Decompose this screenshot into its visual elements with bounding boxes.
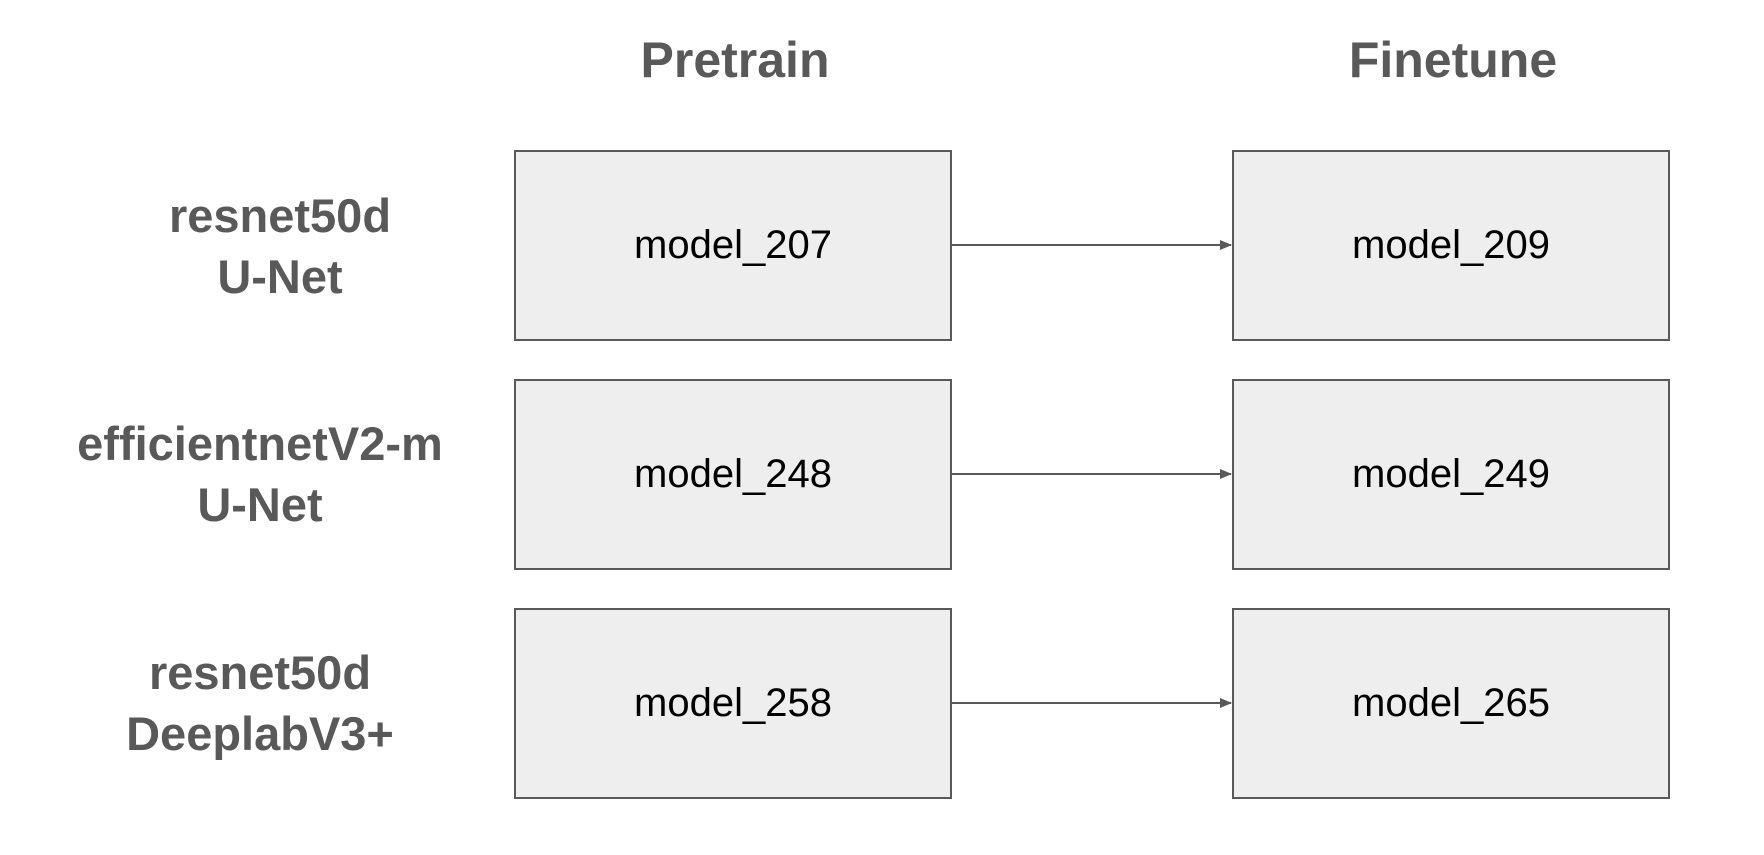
pretrain-model-box: model_258 <box>514 608 952 799</box>
pretrain-model-label: model_207 <box>634 223 832 267</box>
row-label-line2: U-Net <box>197 478 323 531</box>
pretrain-model-box: model_248 <box>514 379 952 570</box>
finetune-model-label: model_265 <box>1352 681 1550 725</box>
row-label-resnet50d-unet: resnet50d U-Net <box>60 185 500 307</box>
row-label-line2: U-Net <box>217 250 343 303</box>
finetune-model-box: model_249 <box>1232 379 1670 570</box>
pretrain-model-label: model_248 <box>634 452 832 496</box>
pretrain-model-box: model_207 <box>514 150 952 341</box>
row-label-efficientnetv2m-unet: efficientnetV2-m U-Net <box>40 413 480 535</box>
pretrain-column-header: Pretrain <box>640 32 830 88</box>
row-label-line2: DeeplabV3+ <box>126 707 394 760</box>
finetune-column-header: Finetune <box>1348 32 1558 88</box>
finetune-model-label: model_209 <box>1352 223 1550 267</box>
row-label-line1: resnet50d <box>168 189 392 242</box>
row-label-line1: resnet50d <box>148 646 372 699</box>
row-label-resnet50d-deeplabv3plus: resnet50d DeeplabV3+ <box>40 642 480 764</box>
row-label-line1: efficientnetV2-m <box>77 417 443 470</box>
pretrain-model-label: model_258 <box>634 681 832 725</box>
finetune-model-box: model_265 <box>1232 608 1670 799</box>
finetune-model-box: model_209 <box>1232 150 1670 341</box>
finetune-model-label: model_249 <box>1352 452 1550 496</box>
